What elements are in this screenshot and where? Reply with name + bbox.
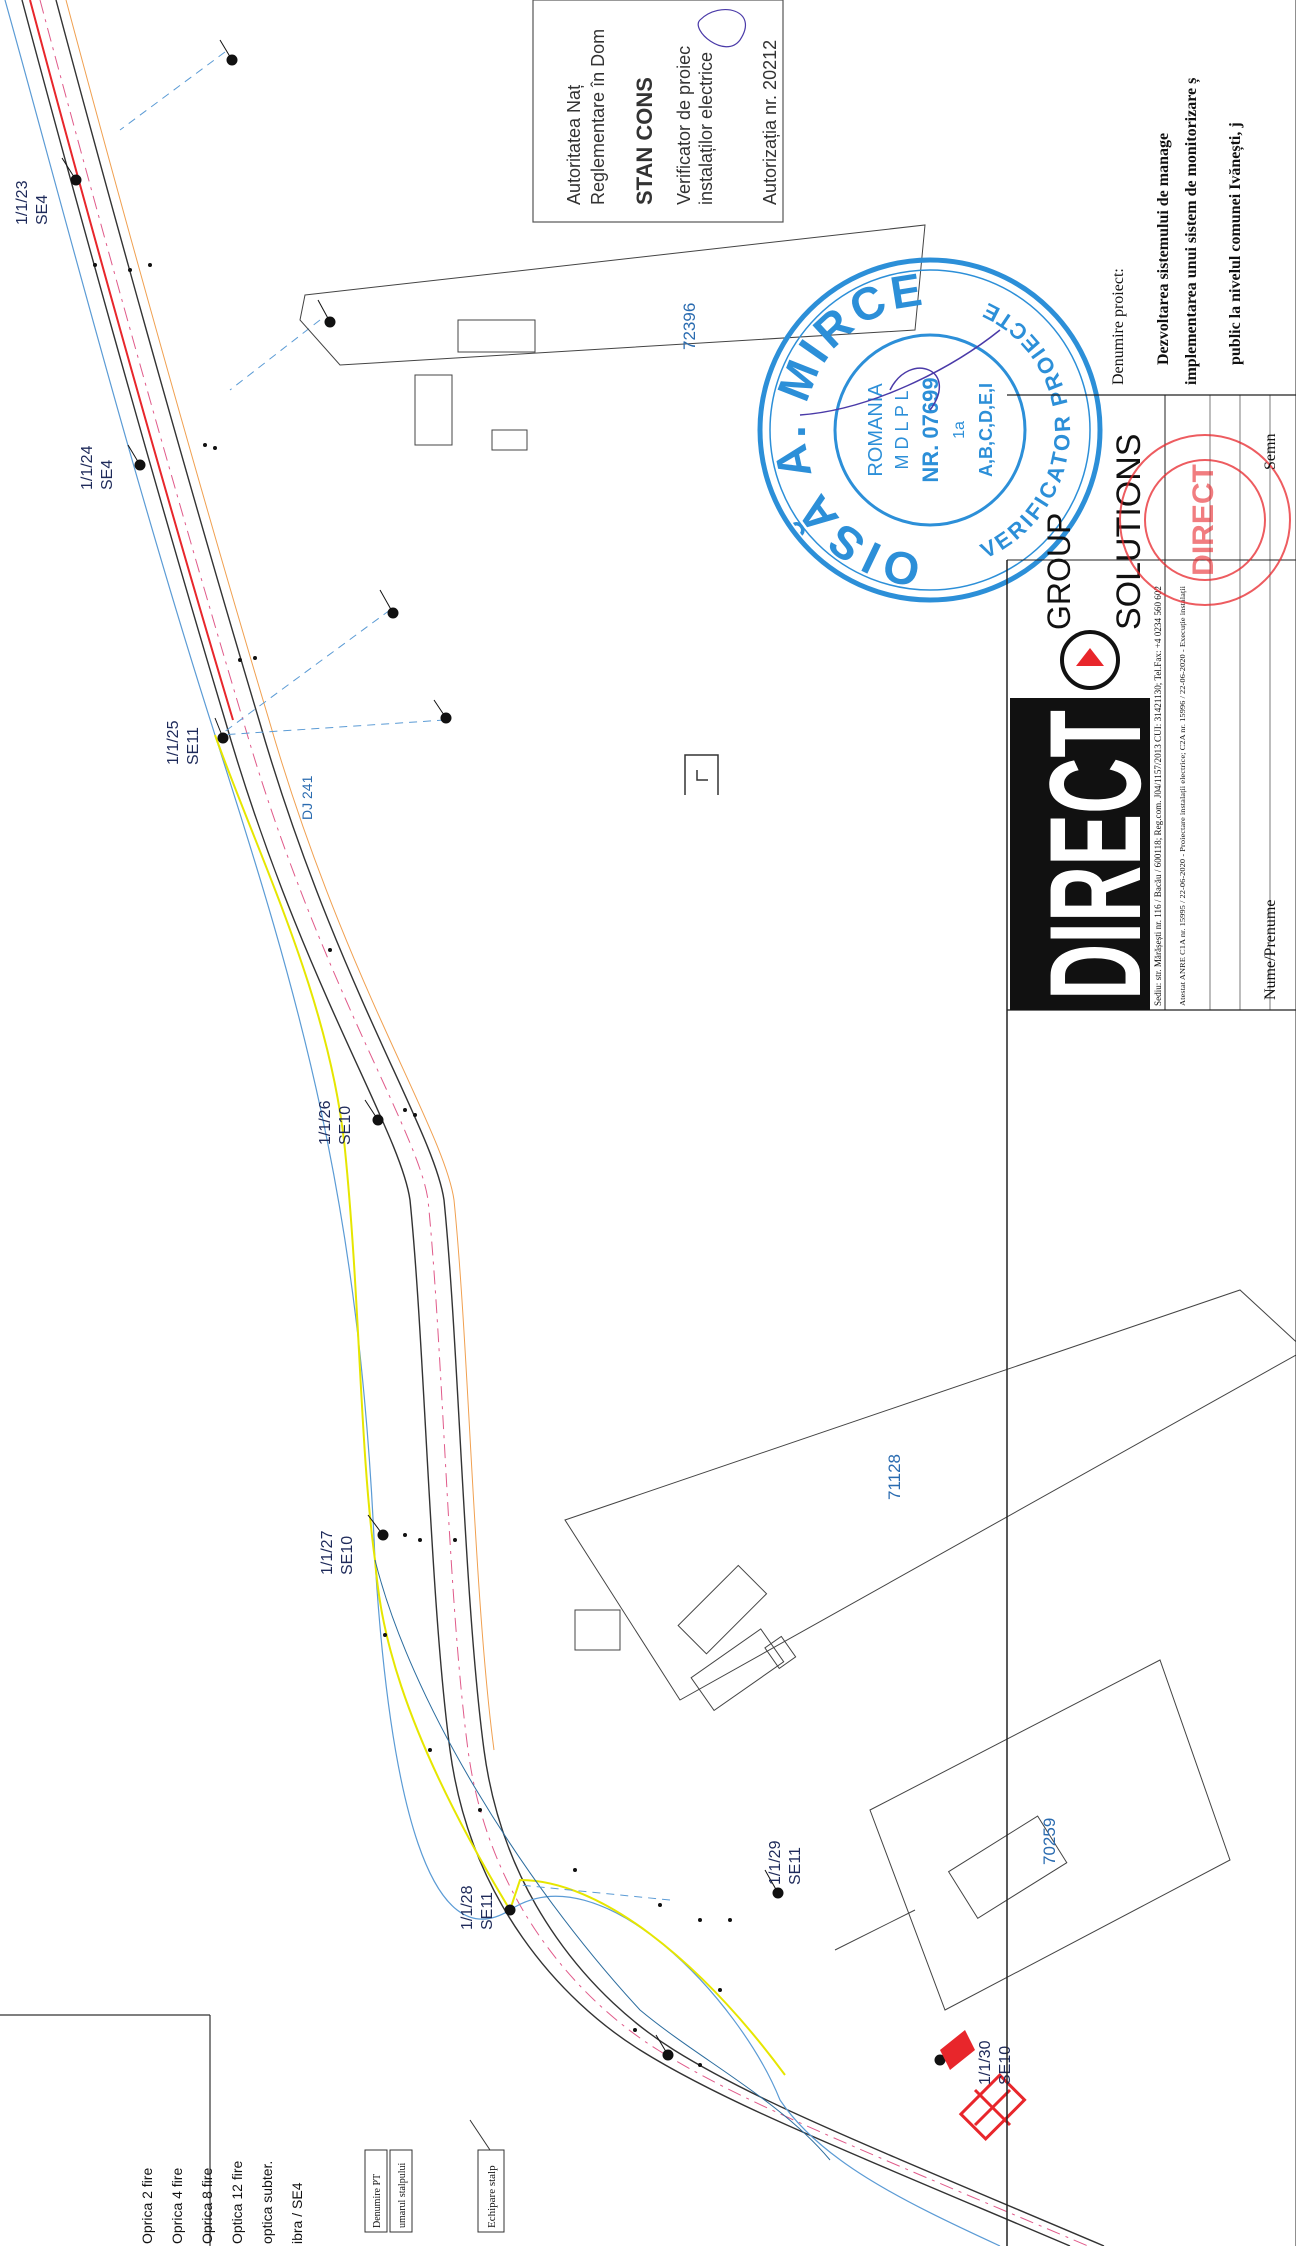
parcel-70259 xyxy=(869,1659,1231,2011)
nume-prenume: Nume/Prenume xyxy=(1262,900,1279,1000)
pole-id: 1/1/27 xyxy=(319,1530,336,1575)
pole-type: SE4 xyxy=(34,195,51,225)
pole-id: 1/1/26 xyxy=(317,1100,334,1145)
company-address: Sediu: str. Mărășești nr. 116 / Bacău / … xyxy=(1153,586,1163,1006)
authority-role1: Verificator de proiec xyxy=(674,46,694,205)
stamp-country: ROMANIA xyxy=(865,383,887,477)
pole-type: SE4 xyxy=(99,460,116,490)
authority-line2: Reglementare în Dom xyxy=(588,29,608,205)
road-corridor xyxy=(21,0,1105,2246)
legend-item: ibra / SE4 xyxy=(289,2182,305,2244)
pole-1-1-26-marker xyxy=(364,1099,384,1126)
parcel-labels: 72396 71128 70259 DJ 241 xyxy=(299,303,1059,1865)
road-label: DJ 241 xyxy=(299,775,315,820)
company-logo: DIRECT GROUP SOLUTIONS xyxy=(1010,434,1168,1010)
authority-role2: instalaților electrice xyxy=(696,52,716,205)
legend-item: Oprica 8 fire xyxy=(199,2168,215,2244)
legend-echipare: Echipare stalp xyxy=(486,2165,498,2228)
pole-id: 1/1/30 xyxy=(977,2040,994,2085)
logo-group: GROUP xyxy=(1041,513,1077,630)
lamp-marker xyxy=(317,299,336,328)
company-stamp: DIRECT xyxy=(1119,434,1291,606)
pole-1-1-23-marker xyxy=(61,157,82,186)
authority-auth: Autorizația nr. 20212 xyxy=(760,40,780,205)
pole-1-1-25-marker xyxy=(214,717,229,744)
legend-item: Optica 12 fire xyxy=(229,2161,245,2244)
stamp-grade: 1a xyxy=(951,421,968,439)
equipment-symbol xyxy=(940,2030,1027,2141)
pole-id: 1/1/24 xyxy=(79,445,96,490)
junction-dots xyxy=(93,263,732,2067)
title-block: DIRECT GROUP SOLUTIONS Sediu: str. Mărăș… xyxy=(1006,0,1296,2246)
project-line1: Dezvoltarea sistemului de manage xyxy=(1155,133,1172,365)
lamp-marker xyxy=(379,589,399,619)
project-line3: public la nivelul comunei Ivănești, j xyxy=(1227,122,1245,365)
company-anre: Atestat ANRE C1A nr. 15995 / 22-06-2020 … xyxy=(1179,586,1187,1006)
pole-1-1-28-marker xyxy=(504,1904,516,1916)
pole-type: SE10 xyxy=(337,1106,354,1145)
north-marker xyxy=(684,754,719,795)
project-line2: implementarea unui sistem de monitorizar… xyxy=(1183,78,1201,385)
pole-id: 1/1/25 xyxy=(165,720,182,765)
parcel-71128 xyxy=(564,1289,1296,1701)
pole-type: SE11 xyxy=(787,1847,804,1885)
pole-type: SE10 xyxy=(997,2046,1014,2085)
logo-solutions: SOLUTIONS xyxy=(1110,434,1148,630)
pole-id: 1/1/23 xyxy=(14,180,31,225)
legend-box-pt: Denumire PT xyxy=(372,2174,383,2228)
parcel-72396 xyxy=(299,224,926,366)
svg-text:DIRECT: DIRECT xyxy=(1187,464,1220,576)
pole-type: SE11 xyxy=(479,1892,496,1930)
legend: Oprica 2 fire Oprica 4 fire Oprica 8 fir… xyxy=(0,2014,505,2246)
parcel-label-70259: 70259 xyxy=(1040,1818,1059,1865)
service-lines xyxy=(119,51,671,1901)
stamp-ministry: M D L P L xyxy=(892,390,912,469)
pole-1-1-29-marker xyxy=(764,1869,784,1899)
pole-1-1-24-marker xyxy=(127,444,146,471)
pole-markers xyxy=(61,39,946,2066)
pole-1-1-27-marker xyxy=(367,1514,389,1541)
pole-type: SE11 xyxy=(185,727,202,765)
stamp-name: MOISĂ A. MIRCEA xyxy=(763,262,940,597)
lamp-marker xyxy=(433,699,452,724)
fiber-lines xyxy=(4,0,1001,2246)
project-label: Denumire proiect: xyxy=(1110,268,1127,385)
authority-line1: Autoritatea Naț xyxy=(564,85,584,205)
pole-id: 1/1/28 xyxy=(459,1885,476,1930)
legend-item: Oprica 4 fire xyxy=(169,2168,185,2244)
legend-item: optica subter. xyxy=(259,2161,275,2244)
pole-id: 1/1/29 xyxy=(767,1840,784,1885)
stamp-classes: A,B,C,D,E,I xyxy=(976,383,996,477)
lamp-marker xyxy=(655,2034,674,2061)
semnatura: Semn xyxy=(1262,434,1279,470)
authority-name: STAN CONS xyxy=(632,77,657,205)
lamp-marker xyxy=(219,39,238,66)
authority-box: Autoritatea Naț Reglementare în Dom STAN… xyxy=(532,0,784,223)
legend-box-stalp: umarul stalpului xyxy=(397,2163,408,2228)
legend-item: Oprica 2 fire xyxy=(139,2168,155,2244)
parcels xyxy=(299,224,1296,2011)
parcel-label-72396: 72396 xyxy=(680,303,699,350)
pole-type: SE10 xyxy=(339,1536,356,1575)
parcel-label-71128: 71128 xyxy=(885,1454,904,1500)
logo-text: DIRECT xyxy=(1022,710,1168,1000)
